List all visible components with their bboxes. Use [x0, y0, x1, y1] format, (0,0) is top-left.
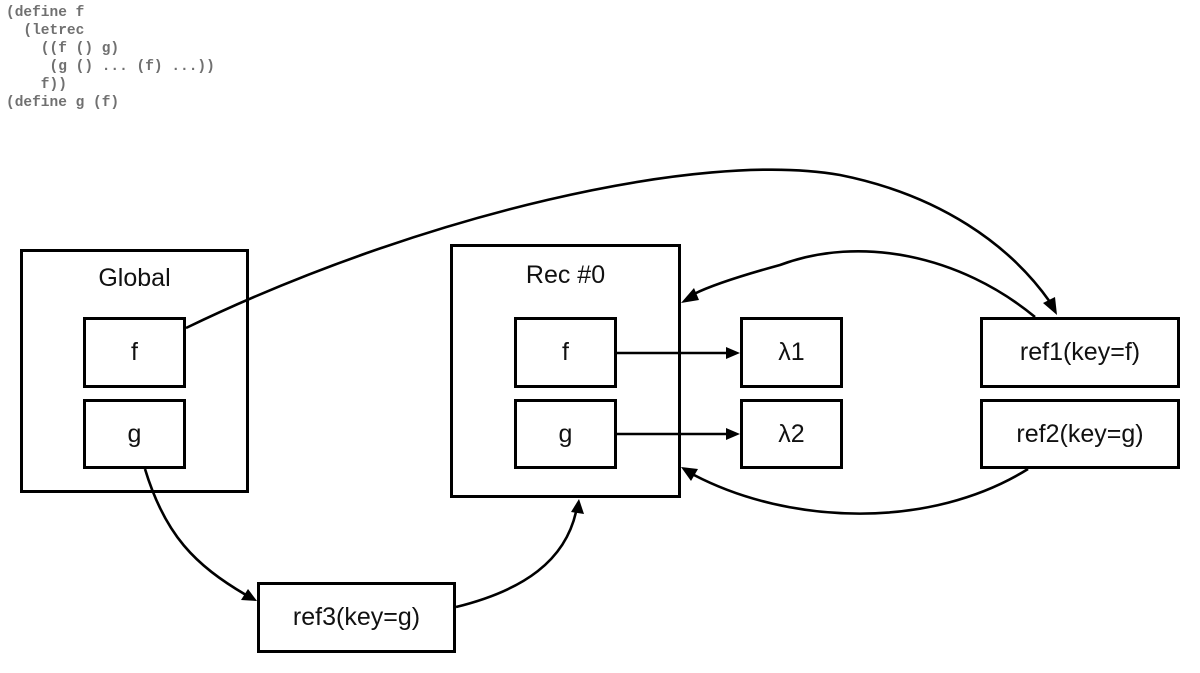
- arrowhead-icon: [681, 288, 699, 303]
- code-line: (g () ... (f) ...)): [6, 59, 215, 75]
- rec0-slot-f: f: [514, 317, 617, 388]
- arrowhead-icon: [726, 347, 740, 359]
- code-line: ((f () g): [6, 41, 120, 57]
- global-frame-title: Global: [98, 264, 171, 292]
- lambda2-box: λ2: [740, 399, 843, 469]
- edge-ref1-to-rec0: [693, 250, 1036, 319]
- arrowhead-icon: [726, 428, 740, 440]
- ref1-box: ref1(key=f): [980, 317, 1180, 388]
- ref2-box: ref2(key=g): [980, 399, 1180, 469]
- edge-ref3-to-rec0: [455, 511, 578, 609]
- arrowhead-icon: [681, 467, 698, 481]
- rec0-frame-title: Rec #0: [525, 261, 606, 289]
- arrowhead-icon: [241, 589, 257, 601]
- global-slot-f: f: [83, 317, 186, 388]
- code-line: (define f: [6, 5, 85, 21]
- ref3-box: ref3(key=g): [257, 582, 456, 653]
- arrowhead-icon: [571, 499, 584, 514]
- global-frame: Global: [20, 249, 249, 493]
- code-listing: (define f (letrec ((f () g) (g () ... (f…: [6, 4, 215, 112]
- code-line: (letrec: [6, 23, 85, 39]
- code-line: (define g (f): [6, 95, 120, 111]
- global-slot-g: g: [83, 399, 186, 469]
- lambda1-box: λ1: [740, 317, 843, 388]
- code-line: f)): [6, 77, 67, 93]
- edge-ref2-to-rec0: [693, 467, 1029, 515]
- arrowhead-icon: [1043, 297, 1057, 315]
- rec0-slot-g: g: [514, 399, 617, 469]
